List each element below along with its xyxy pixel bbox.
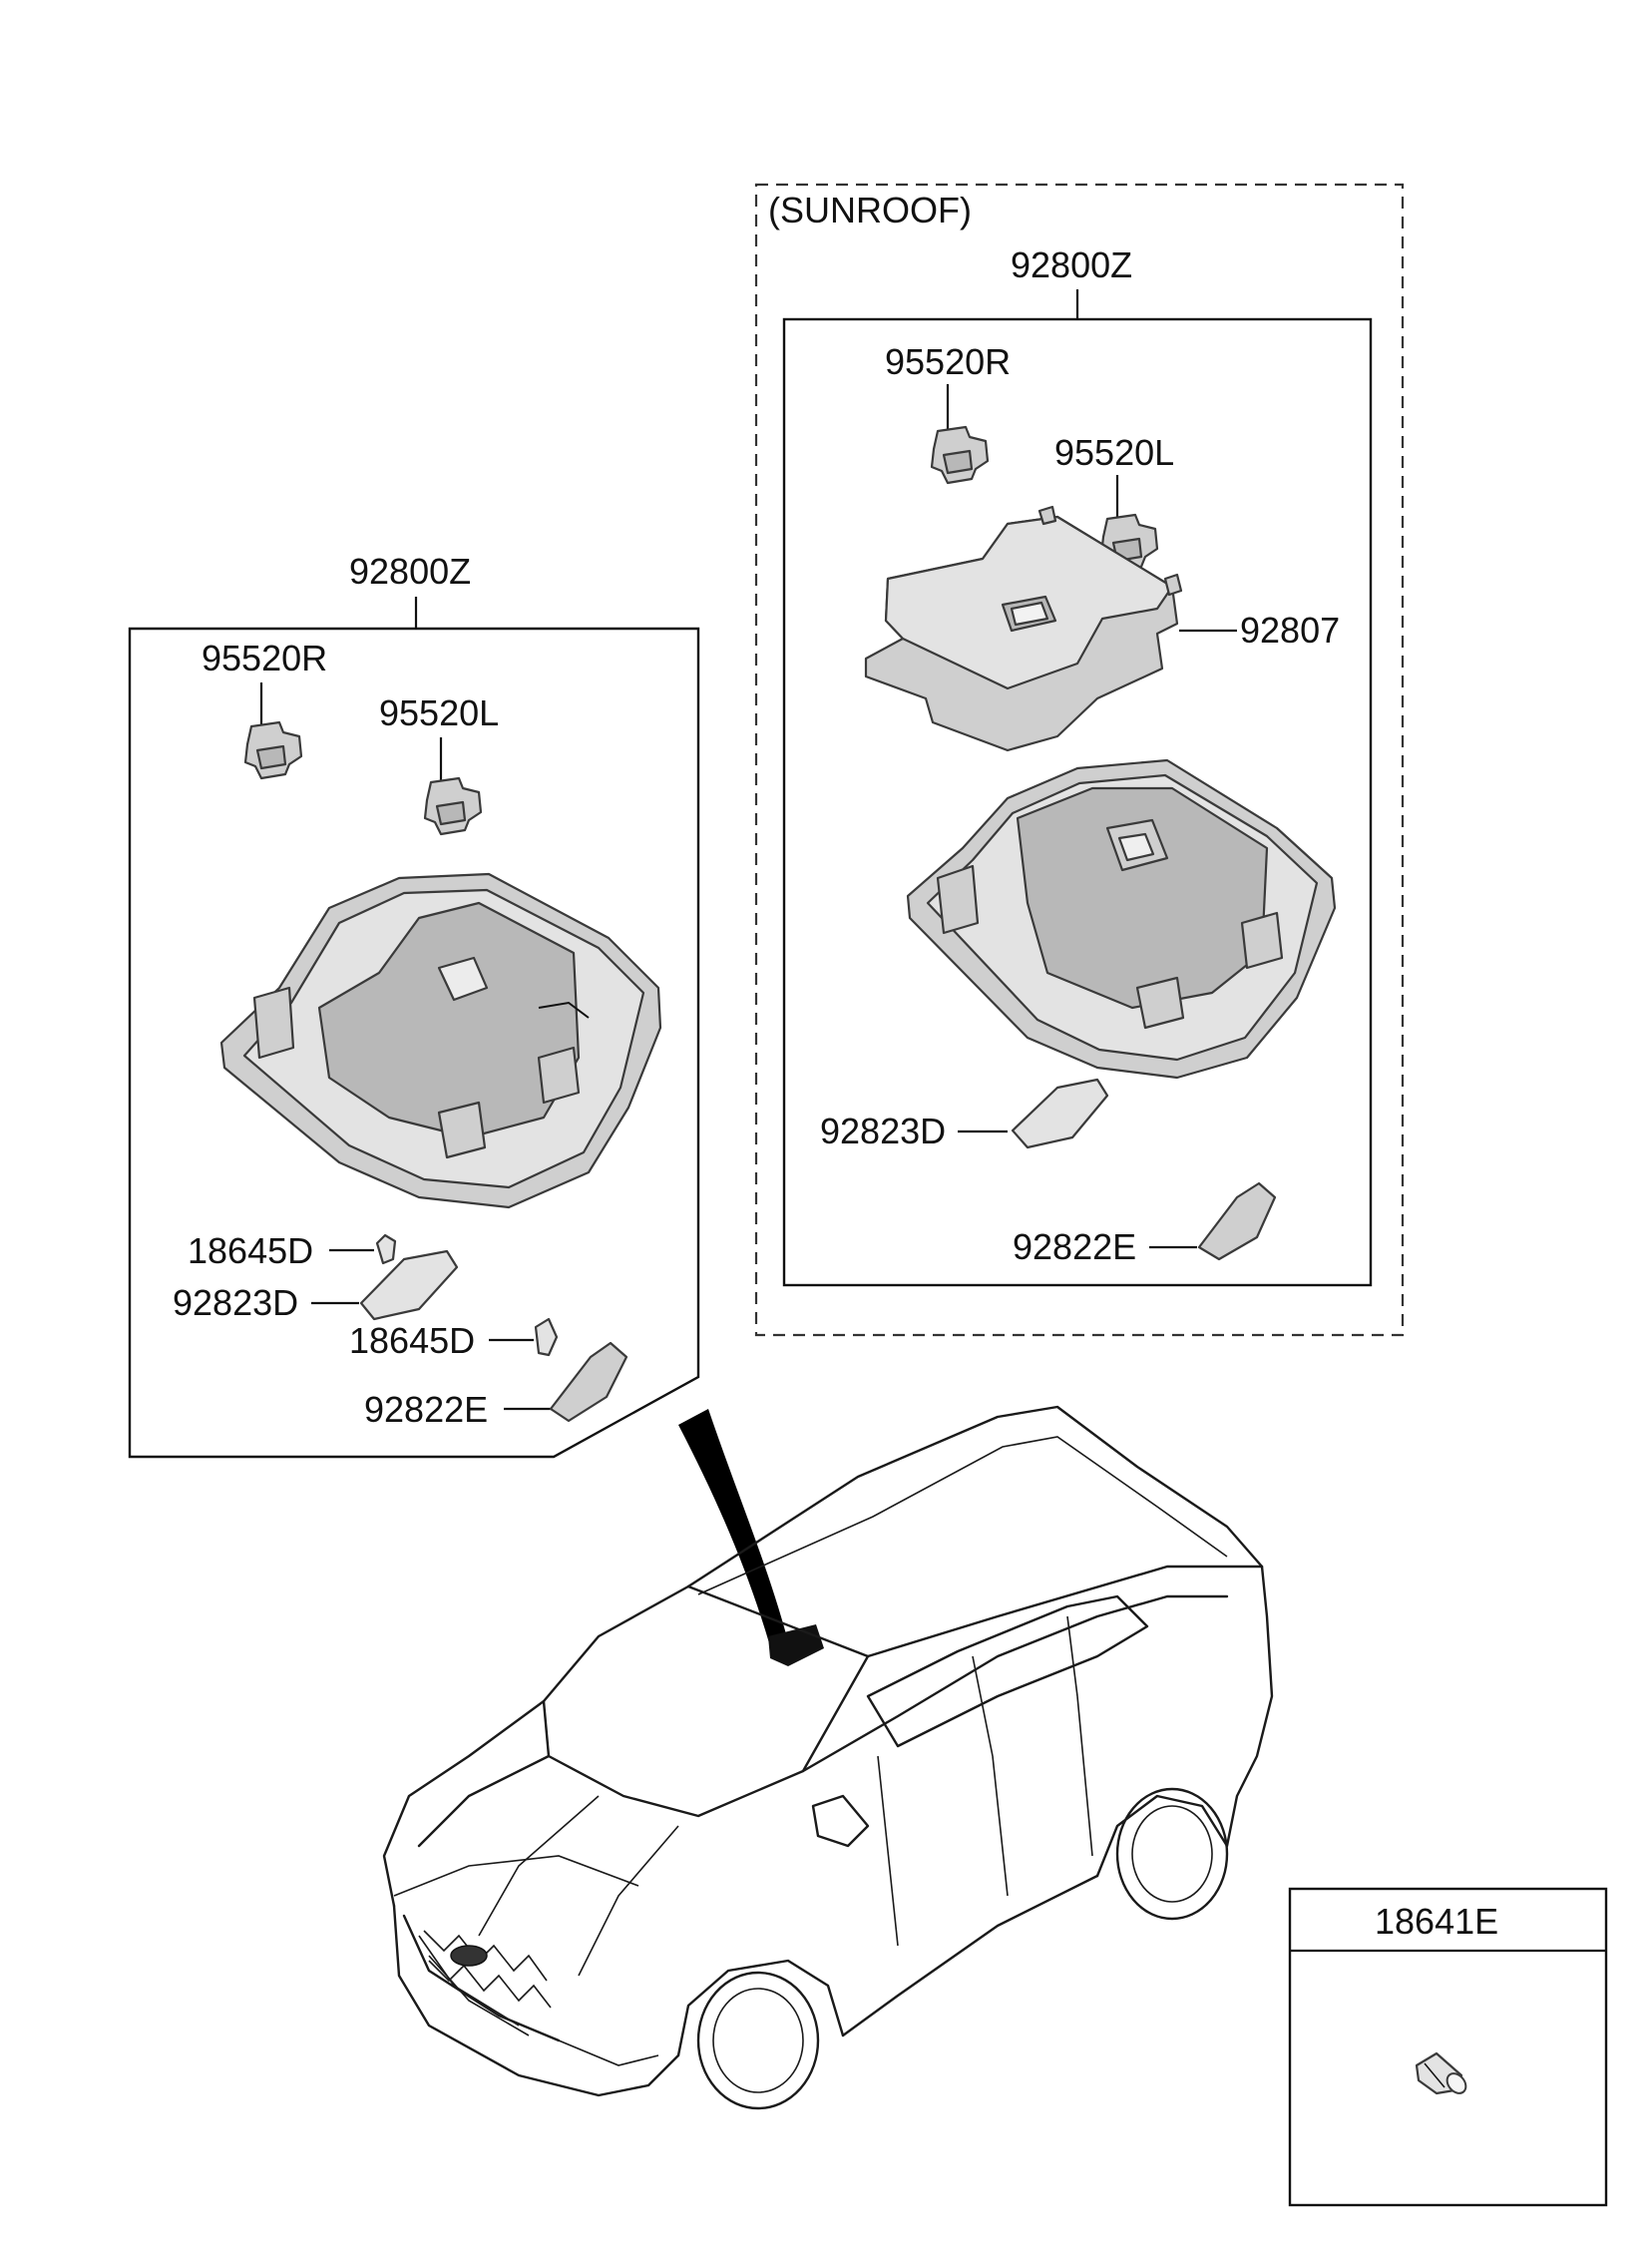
sunroof-assembly-box (782, 317, 1373, 1287)
bulb-box: 18641E (1288, 1887, 1608, 2207)
sunroof-lens-d-label: 92823D (820, 1111, 946, 1151)
location-arrow (678, 1409, 788, 1646)
standard-console-lamp (219, 872, 662, 1209)
sunroof-lens-d (1011, 1078, 1109, 1149)
sunroof-lens-e (1197, 1181, 1277, 1261)
standard-bulb-1-label: 18645D (188, 1230, 313, 1271)
standard-sensor-l-label: 95520L (379, 692, 499, 733)
standard-bulb-2 (534, 1317, 559, 1357)
standard-lens-e (549, 1341, 628, 1423)
sunroof-console-lamp (906, 758, 1337, 1080)
standard-group: 92800Z 95520R 95520L 18645D (128, 551, 700, 1459)
standard-lens-d-label: 92823D (173, 1282, 298, 1323)
standard-assembly-label: 92800Z (349, 551, 471, 592)
sunroof-dashed-frame (754, 183, 1405, 1337)
sunroof-sensor-l-label: 95520L (1054, 432, 1174, 473)
bulb-18641e (1415, 2051, 1467, 2095)
standard-bulb-1 (375, 1233, 397, 1265)
standard-sensor-r (243, 720, 303, 780)
sunroof-housing-92807 (864, 505, 1183, 752)
sunroof-assembly-label: 92800Z (1011, 244, 1132, 285)
bulb-box-label: 18641E (1375, 1901, 1498, 1942)
standard-bulb-2-label: 18645D (349, 1320, 475, 1361)
sunroof-lens-e-label: 92822E (1013, 1226, 1136, 1267)
standard-sensor-l (423, 776, 483, 836)
standard-lens-e-label: 92822E (364, 1389, 488, 1430)
standard-lens-d (359, 1249, 459, 1321)
standard-assembly-box (128, 627, 700, 1459)
sunroof-sensor-r-label: 95520R (885, 341, 1011, 382)
sunroof-title: (SUNROOF) (768, 190, 972, 230)
sunroof-sensor-r (930, 425, 990, 485)
bulb-box-frame (1288, 1887, 1608, 2207)
sunroof-housing-label: 92807 (1240, 610, 1340, 651)
vehicle-outline (382, 1405, 1274, 2110)
standard-sensor-r-label: 95520R (202, 638, 327, 678)
sunroof-group: (SUNROOF) 92800Z 95520R 95520L 92807 (754, 183, 1405, 1337)
